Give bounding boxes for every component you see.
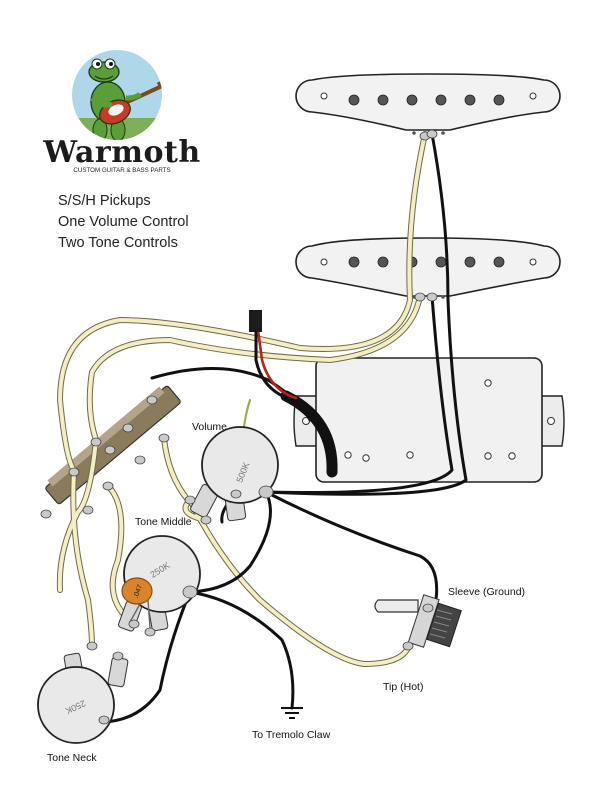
description-tone: Two Tone Controls (58, 235, 178, 251)
frog-with-guitar-icon (72, 50, 162, 140)
tone-capacitor: .047 (121, 577, 153, 629)
tremolo-claw-label: To Tremolo Claw (252, 729, 331, 741)
sleeve-ground-label: Sleeve (Ground) (448, 586, 526, 598)
volume-label: Volume (192, 421, 228, 433)
description-volume: One Volume Control (58, 214, 189, 230)
logo-tagline-text: CUSTOM GUITAR & BASS PARTS (73, 167, 170, 174)
capacitor-value: .047 (133, 584, 145, 599)
description-pickups: S/S/H Pickups (58, 193, 151, 209)
tip-hot-label: Tip (Hot) (383, 681, 424, 693)
tone-neck-pot: 250K (37, 652, 129, 744)
five-way-switch (45, 385, 181, 505)
ground-symbol-icon (281, 707, 303, 719)
logo-brand-text: Warmoth (42, 135, 200, 170)
cream-wires (56, 131, 428, 667)
tone-neck-label: Tone Neck (47, 752, 97, 764)
middle-pickup (295, 237, 561, 299)
bridge-humbucker (293, 357, 565, 483)
black-wires (102, 132, 468, 724)
neck-pickup (295, 73, 561, 135)
tone-middle-label: Tone Middle (135, 516, 192, 528)
output-jack (374, 594, 462, 648)
volume-pot: 500K (190, 426, 279, 522)
warmoth-logo: Warmoth CUSTOM GUITAR & BASS PARTS (42, 50, 200, 174)
solder-joints (40, 129, 438, 725)
